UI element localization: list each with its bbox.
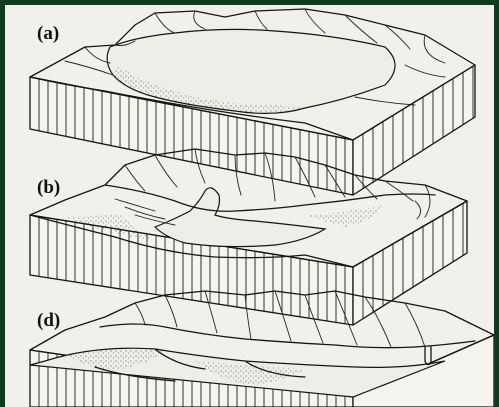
diagram-frame: (a) (b) (d) [5,5,494,407]
side-channel-b [415,185,430,219]
stipple-right-b [305,205,385,227]
block-diagram-a [30,9,475,195]
escarpment-crest-d [100,324,475,348]
block-diagram-b [30,149,467,325]
block-diagrams [5,5,494,407]
gully-d [425,347,431,365]
deposit-lobe-b [155,188,325,247]
right-face-b [353,201,467,325]
ridge-crest-b [105,185,435,211]
panel-label-d: (d) [37,310,60,332]
panel-label-b: (b) [37,177,60,199]
panel-label-a: (a) [37,23,59,45]
